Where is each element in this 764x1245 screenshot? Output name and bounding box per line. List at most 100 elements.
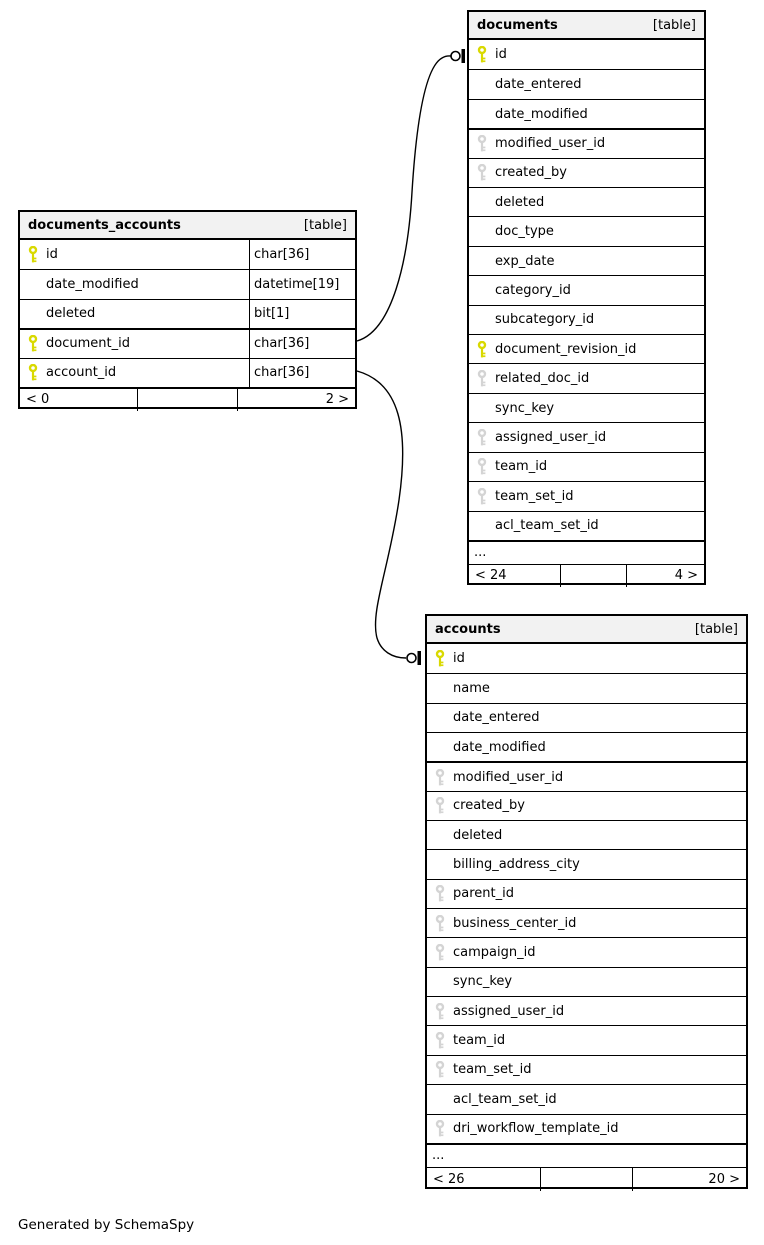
- more-columns-row: ...: [427, 1142, 746, 1167]
- column-row-id: id: [427, 644, 746, 673]
- column-name: date_entered: [495, 77, 582, 93]
- generated-by-credit: Generated by SchemaSpy: [18, 1217, 195, 1233]
- column-name-cell: id: [427, 644, 746, 673]
- column-name-cell: date_entered: [469, 70, 704, 98]
- column-name: assigned_user_id: [453, 1003, 565, 1019]
- table-header[interactable]: documents [table]: [469, 12, 704, 40]
- column-name: sync_key: [495, 400, 555, 416]
- column-name: assigned_user_id: [495, 429, 607, 445]
- more-columns-row: ...: [469, 539, 704, 564]
- column-row-team_id: team_id: [427, 1025, 746, 1054]
- foreign-key-icon: [477, 370, 487, 387]
- column-name-cell: parent_id: [427, 880, 746, 908]
- column-name-cell: account_id: [20, 359, 249, 387]
- primary-key-icon: [28, 335, 38, 352]
- column-row-id: id: [469, 40, 704, 69]
- foreign-key-slot: [477, 428, 487, 446]
- foreign-key-icon: [477, 458, 487, 475]
- relationship-account_id-to-accounts-id: [356, 370, 421, 665]
- column-row-deleted: deleted: [469, 187, 704, 216]
- column-name-cell: assigned_user_id: [427, 997, 746, 1025]
- column-row-name: name: [427, 673, 746, 702]
- column-name: created_by: [453, 798, 525, 814]
- column-rows: id date_entered date_modified modified_user…: [469, 40, 704, 564]
- zero-or-one-circle-icon: [450, 50, 461, 62]
- primary-key-icon: [477, 46, 487, 63]
- column-row-date_modified: date_modified: [427, 732, 746, 761]
- zero-or-one-circle-icon: [406, 652, 417, 664]
- column-row-created_by: created_by: [427, 790, 746, 820]
- column-row-doc_type: doc_type: [469, 216, 704, 245]
- column-row-acl_team_set_id: acl_team_set_id: [469, 510, 704, 540]
- column-row-billing_address_city: billing_address_city: [427, 849, 746, 878]
- child-count: 4 >: [626, 564, 704, 587]
- child-count: 2 >: [237, 388, 355, 411]
- column-row-team_set_id: team_set_id: [427, 1054, 746, 1084]
- foreign-key-slot: [435, 1120, 445, 1137]
- foreign-key-icon: [435, 1032, 445, 1049]
- table-title: documents: [477, 17, 558, 33]
- column-name: dri_workflow_template_id: [453, 1121, 619, 1137]
- column-name: doc_type: [495, 224, 554, 240]
- table-header[interactable]: accounts [table]: [427, 616, 746, 644]
- column-name: modified_user_id: [495, 136, 606, 152]
- parent-count: < 0: [26, 392, 50, 408]
- column-name-cell: id: [469, 40, 704, 69]
- column-name-cell: sync_key: [427, 968, 746, 996]
- foreign-key-slot: [435, 944, 445, 961]
- column-name-cell: date_modified: [469, 100, 704, 128]
- foreign-key-icon: [477, 428, 487, 446]
- primary-key-slot: [435, 650, 445, 667]
- column-name-cell: date_modified: [427, 733, 746, 761]
- primary-key-slot: [28, 335, 38, 352]
- column-name: billing_address_city: [453, 857, 580, 873]
- column-row-modified_user_id: modified_user_id: [427, 761, 746, 790]
- column-row-assigned_user_id: assigned_user_id: [427, 996, 746, 1025]
- column-name: date_modified: [453, 739, 546, 755]
- one-tick-icon: [461, 49, 465, 63]
- column-name: category_id: [495, 282, 571, 298]
- column-name-cell: modified_user_id: [427, 763, 746, 790]
- column-row-deleted: deleted bit[1]: [20, 298, 355, 329]
- table-footer: < 24 4 >: [469, 563, 704, 587]
- foreign-key-icon: [477, 164, 487, 181]
- foreign-key-icon: [435, 1002, 445, 1020]
- column-name: team_id: [495, 459, 548, 475]
- column-name: sync_key: [453, 974, 513, 990]
- column-name-cell: exp_date: [469, 247, 704, 275]
- column-name-cell: document_revision_id: [469, 335, 704, 363]
- column-name-cell: created_by: [427, 792, 746, 820]
- child-count: 20 >: [632, 1167, 746, 1191]
- foreign-key-slot: [435, 1002, 445, 1020]
- primary-key-icon: [477, 340, 487, 358]
- column-name-cell: team_id: [427, 1026, 746, 1054]
- column-name: name: [453, 681, 490, 697]
- column-name-cell: created_by: [469, 159, 704, 187]
- table-header[interactable]: documents_accounts [table]: [20, 212, 355, 240]
- column-name: deleted: [46, 306, 96, 322]
- primary-key-slot: [28, 246, 38, 263]
- column-name: team_id: [453, 1033, 506, 1049]
- primary-key-slot: [28, 364, 38, 381]
- column-name: id: [495, 47, 507, 63]
- foreign-key-slot: [477, 370, 487, 387]
- column-name-cell: subcategory_id: [469, 306, 704, 334]
- column-name-cell: modified_user_id: [469, 130, 704, 157]
- column-name: exp_date: [495, 253, 555, 269]
- foreign-key-icon: [435, 797, 445, 814]
- table-footer: < 26 20 >: [427, 1166, 746, 1191]
- column-name-cell: doc_type: [469, 217, 704, 245]
- column-name: document_revision_id: [495, 341, 637, 357]
- column-row-team_set_id: team_set_id: [469, 481, 704, 510]
- relationship-document_id-to-documents-id: [356, 49, 465, 342]
- column-name-cell: team_set_id: [427, 1056, 746, 1084]
- column-name-cell: name: [427, 674, 746, 702]
- table-node-documents[interactable]: documents [table] id date_entered date_mod…: [467, 10, 706, 587]
- table-type-badge: [table]: [303, 217, 347, 233]
- column-type: bit[1]: [249, 299, 355, 329]
- column-row-dri_workflow_template_id: dri_workflow_template_id: [427, 1113, 746, 1143]
